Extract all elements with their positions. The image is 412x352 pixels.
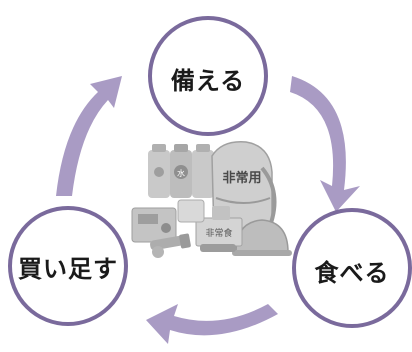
arrow-left-to-top <box>56 76 122 196</box>
backpack-label: 非常用 <box>222 170 261 186</box>
circle-eat <box>292 208 412 328</box>
misc-supplies-icon <box>152 206 236 258</box>
circle-purchase <box>8 206 128 326</box>
circle-prepare <box>148 16 268 136</box>
helmet-icon <box>232 219 292 256</box>
towel-icon <box>177 199 205 223</box>
food-box-label: 非常食 <box>205 227 232 239</box>
water-bottles-icon <box>148 144 214 198</box>
arrow-top-to-right <box>290 76 360 212</box>
emergency-supplies-illustration <box>131 141 292 258</box>
step-purchase-label: 買い足す <box>18 254 118 283</box>
radio-icon <box>131 207 177 243</box>
step-eat-label: 食べる <box>314 258 390 287</box>
step-prepare-label: 備える <box>170 66 246 95</box>
bottle-label: 水 <box>177 168 185 178</box>
arrow-right-to-left <box>146 304 278 344</box>
